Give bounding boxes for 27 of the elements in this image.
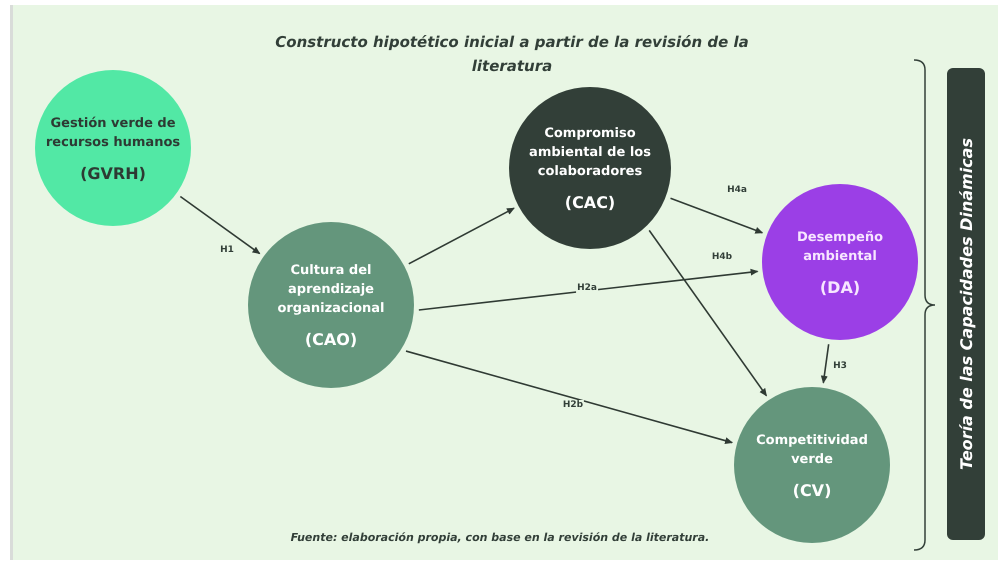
concept-abbreviation: (CAC) <box>564 193 616 212</box>
edge-label: H1 <box>219 245 235 255</box>
concept-name: Desempeño ambiental <box>796 228 884 266</box>
edge-label: H4a <box>726 185 748 195</box>
arrow <box>406 350 734 444</box>
arrow <box>418 268 759 311</box>
edge-label: H2a <box>576 283 598 293</box>
edge-label: H4b <box>710 252 734 262</box>
concept-abbreviation: (CAO) <box>304 330 358 349</box>
concept-abbreviation: (GVRH) <box>80 164 146 182</box>
arrow <box>180 196 260 254</box>
arrow <box>820 344 830 384</box>
theory-label: Teoría de las Capacidades Dinámicas <box>956 138 976 470</box>
edge-label: H2b <box>562 400 584 410</box>
concept-abbreviation: (DA) <box>820 278 860 296</box>
theory-bar <box>947 68 985 540</box>
arrow <box>408 208 515 265</box>
concept-abbreviation: (CV) <box>792 480 832 500</box>
edge-label: H3 <box>832 361 848 371</box>
arrow <box>648 230 768 396</box>
diagram-title: Constructo hipotético inicial a partir de la revisión de la literatura <box>274 32 750 77</box>
source-caption: Fuente: elaboración propia, con base en la revisión de la literatura. <box>290 531 710 544</box>
concept-name: Gestión verde de recursos humanos <box>44 114 182 152</box>
concept-name: Compromiso ambiental de los colaboradores <box>528 125 652 181</box>
arrow <box>670 198 764 234</box>
concept-name: Competitividad verde <box>755 432 869 468</box>
concept-name: Cultura del aprendizaje organizacional <box>276 262 386 318</box>
